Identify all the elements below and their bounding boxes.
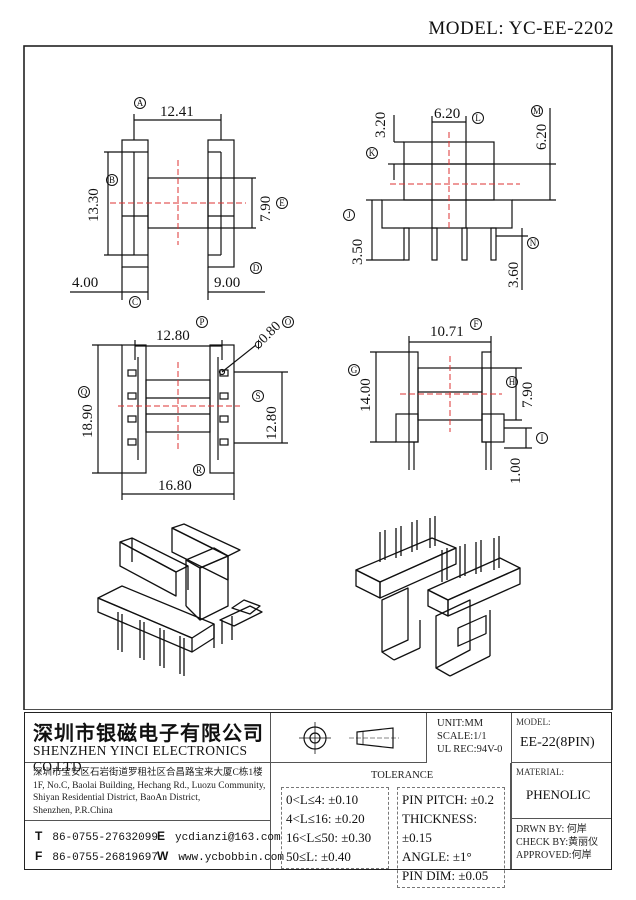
view-mid-right	[370, 336, 532, 470]
email-label: E	[157, 829, 166, 843]
callout-j: J	[347, 210, 351, 220]
iso-view-left	[97, 523, 263, 676]
tolerance-cell: TOLERANCE 0<L≤4: ±0.10 4<L≤16: ±0.20 16<…	[271, 763, 511, 888]
dim-label: ⌀0.80	[250, 319, 284, 353]
unit-cell: UNIT:MM SCALE:1/1 UL REC:94V-0	[427, 717, 511, 763]
drawing-frame	[23, 45, 613, 710]
material-label: MATERIAL:	[516, 767, 564, 777]
material-value: PHENOLIC	[526, 787, 591, 802]
fax-label: F	[35, 849, 43, 863]
dim-label: 12.80	[156, 328, 190, 344]
iso-view-right	[355, 516, 521, 677]
length-tolerance-box: 0<L≤4: ±0.10 4<L≤16: ±0.20 16<L≤50: ±0.3…	[281, 787, 389, 869]
title-block: 深圳市银磁电子有限公司 SHENZHEN YINCI ELECTRONICS C…	[24, 712, 612, 888]
pin-tolerance-row: PIN DIM: ±0.05	[402, 868, 489, 883]
callout-b: B	[109, 175, 115, 185]
ul-text: UL REC:94V-0	[437, 744, 503, 755]
tolerance-row: 0<L≤4: ±0.10	[286, 792, 359, 807]
technical-drawing: 12.41 13.30 7.90 4.00 9.00 A B E C D	[23, 45, 613, 710]
dim-label: 13.30	[86, 188, 102, 222]
projection-symbol-icon	[299, 722, 399, 754]
dim-label: 6.20	[434, 106, 460, 122]
model-value: EE-22(8PIN)	[520, 735, 595, 750]
model-label: MODEL:	[516, 717, 551, 727]
dim-label: 6.20	[534, 124, 550, 150]
company-name-en: SHENZHEN YINCI ELECTRONICS CO,LTD.	[33, 743, 248, 774]
approval-cell: DRWN BY: 何岸 CHECK BY:黄丽仪 APPROVED:何岸	[511, 819, 611, 869]
pin-tolerance-box: PIN PITCH: ±0.2 THICKNESS: ±0.15 ANGLE: …	[397, 787, 505, 888]
tel-number: 86-0755-27632099	[52, 832, 158, 844]
projection-symbol-cell	[271, 713, 427, 763]
address-cn: 深圳市宝安区石岩街道罗租社区合昌路宝来大厦C栋1楼	[33, 768, 263, 778]
dim-label: 12.41	[160, 104, 194, 120]
dim-label: 1.00	[508, 458, 524, 484]
dim-label: 14.00	[358, 378, 374, 412]
tel-row: T 86-0755-27632099	[35, 829, 158, 844]
pin-tolerance-row: PIN PITCH: ±0.2	[402, 792, 495, 807]
callout-a: A	[137, 98, 144, 108]
callout-g: G	[351, 365, 358, 375]
callout-m: M	[533, 106, 541, 116]
unit-text: UNIT:MM	[437, 718, 484, 729]
dim-label: 10.71	[430, 324, 464, 340]
dim-label: 7.90	[258, 196, 274, 222]
callout-s: S	[255, 391, 260, 401]
dim-label: 3.50	[350, 239, 366, 265]
view-top-right	[366, 108, 556, 290]
fax-number: 86-0755-26819697	[52, 852, 158, 864]
dim-label: 12.80	[264, 406, 280, 440]
callout-i: I	[541, 433, 544, 443]
callout-d: D	[253, 263, 260, 273]
pin-tolerance-row: THICKNESS: ±0.15	[402, 811, 478, 845]
callout-p: P	[199, 317, 204, 327]
company-name-cn: 深圳市银磁电子有限公司	[33, 721, 264, 745]
pin-tolerance-row: ANGLE: ±1°	[402, 849, 472, 864]
tel-label: T	[35, 829, 43, 843]
tolerance-title: TOLERANCE	[371, 770, 434, 781]
email-address: ycdianzi@163.com	[175, 832, 281, 844]
company-cell: 深圳市银磁电子有限公司 SHENZHEN YINCI ELECTRONICS C…	[25, 713, 271, 774]
dim-label: 18.90	[80, 404, 96, 438]
callout-l: L	[475, 113, 481, 123]
approved-by: APPROVED:何岸	[516, 850, 592, 861]
material-cell: MATERIAL: PHENOLIC	[511, 763, 611, 819]
dim-label: 4.00	[72, 275, 98, 291]
view-mid-left	[92, 340, 288, 500]
dim-label: 3.20	[373, 112, 389, 138]
callout-c: C	[132, 297, 138, 307]
tolerance-row: 16<L≤50: ±0.30	[286, 830, 372, 845]
dim-label: 3.60	[506, 262, 522, 288]
callout-h: H	[509, 377, 516, 387]
drawn-by: DRWN BY: 何岸	[516, 824, 587, 835]
checked-by: CHECK BY:黄丽仪	[516, 837, 599, 848]
flange-left	[121, 139, 149, 268]
model-cell: MODEL: EE-22(8PIN)	[511, 713, 611, 763]
web-label: W	[157, 849, 169, 863]
callout-e: E	[279, 198, 285, 208]
address-en-line: Shiyan Residential District, BaoAn Distr…	[33, 793, 201, 803]
callout-r: R	[196, 465, 202, 475]
callout-n: N	[530, 238, 537, 248]
callout-q: Q	[81, 387, 88, 397]
callout-f: F	[473, 319, 478, 329]
web-address: www.ycbobbin.com	[178, 852, 284, 864]
tolerance-row: 4<L≤16: ±0.20	[286, 811, 365, 826]
tolerance-row: 50≤L: ±0.40	[286, 849, 351, 864]
dim-label: 16.80	[158, 478, 192, 494]
dim-label: 9.00	[214, 275, 240, 291]
scale-text: SCALE:1/1	[437, 731, 487, 742]
address-en-line: 1F, No.C, Baolai Building, Hechang Rd., …	[33, 780, 266, 791]
callout-o: O	[285, 317, 292, 327]
callout-k: K	[369, 148, 376, 158]
address-en-line: Shenzhen, P.R.China	[33, 805, 113, 816]
model-title: MODEL: YC-EE-2202	[428, 18, 614, 39]
address-cell: 深圳市宝安区石岩街道罗租社区合昌路宝来大厦C栋1楼 1F, No.C, Baol…	[25, 763, 271, 821]
dim-label: 7.90	[520, 382, 536, 408]
fax-row: F 86-0755-26819697	[35, 849, 158, 864]
